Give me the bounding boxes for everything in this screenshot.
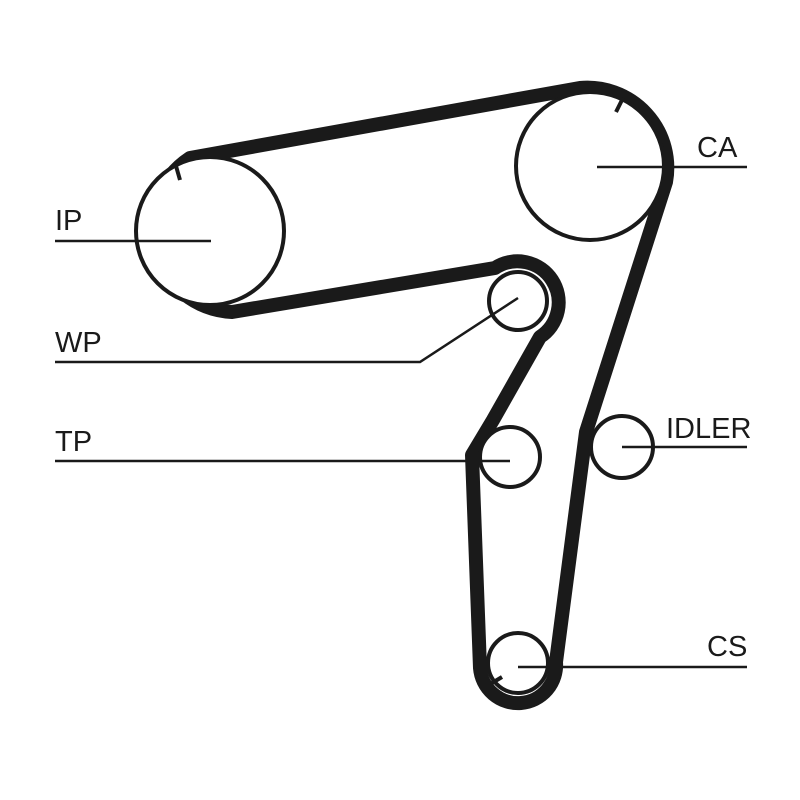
wp-leader-line — [55, 296, 519, 364]
ca-timing-mark — [614, 99, 624, 113]
wp-label: WP — [55, 327, 102, 359]
ip-label: IP — [55, 205, 82, 237]
tp-pulley — [478, 425, 542, 489]
ip-timing-mark — [174, 165, 182, 181]
cs-label: CS — [707, 631, 747, 663]
ip-pulley — [134, 155, 286, 307]
tp-label: TP — [55, 426, 92, 458]
cs-pulley — [486, 631, 550, 695]
ca-label: CA — [697, 132, 738, 164]
cs-timing-mark — [490, 675, 504, 685]
wp-pulley — [487, 270, 549, 332]
idler-label: IDLER — [666, 413, 751, 445]
